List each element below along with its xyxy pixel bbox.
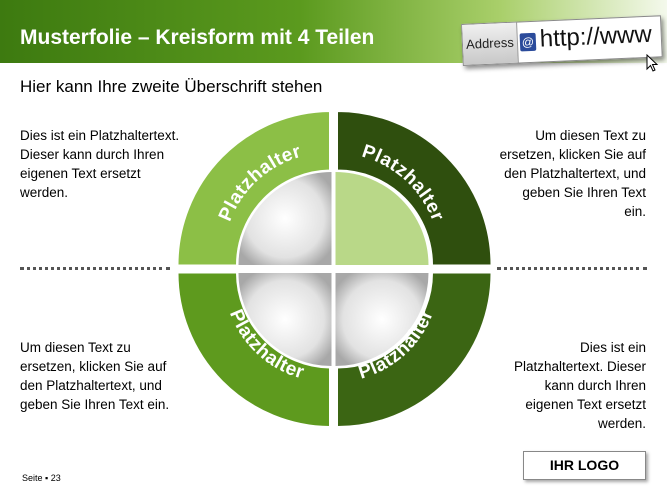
- text-line: Um diesen Text zu: [20, 340, 131, 355]
- text-line: ein.: [624, 204, 646, 219]
- text-line: kann durch Ihren: [544, 378, 646, 393]
- text-line: Platzhaltertext. Dieser: [513, 359, 646, 374]
- segment-top-left: [177, 110, 330, 266]
- inner-disc: [238, 171, 429, 366]
- text-line: geben Sie Ihren Text: [522, 185, 646, 200]
- inner-quadrant-top-left: [238, 171, 332, 265]
- text-line: Dieser kann durch Ihren: [20, 147, 165, 162]
- inner-quadrant-bottom-left: [238, 273, 332, 366]
- outer-ring: [177, 110, 492, 428]
- text-line: Um diesen Text zu: [535, 128, 646, 143]
- text-line: den Platzhaltertext, und: [504, 166, 646, 181]
- text-bottom-right: Dies ist ein Platzhaltertext. Dieser kan…: [476, 338, 646, 433]
- slide-subtitle: Hier kann Ihre zweite Überschrift stehen: [20, 77, 323, 96]
- slide-title: Musterfolie – Kreisform mit 4 Teilen: [20, 26, 375, 49]
- text-line: ersetzen, klicken Sie auf: [499, 147, 646, 162]
- text-bottom-left: Um diesen Text zu ersetzen, klicken Sie …: [20, 338, 220, 414]
- text-line: werden.: [20, 185, 69, 200]
- segment-bottom-left: [177, 272, 330, 428]
- text-line: geben Sie Ihren Text ein.: [20, 397, 170, 412]
- inner-quadrant-bottom-right: [335, 273, 429, 366]
- text-top-right: Um diesen Text zu ersetzen, klicken Sie …: [476, 126, 646, 221]
- text-line: den Platzhaltertext, und: [20, 378, 162, 393]
- text-top-left: Dies ist ein Platzhaltertext. Dieser kan…: [20, 126, 220, 202]
- mouse-cursor-icon: [646, 54, 659, 72]
- text-line: ersetzen, klicken Sie auf: [20, 359, 167, 374]
- text-line: eigenen Text ersetzt: [525, 397, 646, 412]
- text-line: werden.: [597, 416, 646, 431]
- logo-placeholder: IHR LOGO: [523, 451, 646, 480]
- page-number: Seite ▪ 23: [22, 473, 61, 483]
- text-line: Dies ist ein Platzhaltertext.: [20, 128, 180, 143]
- header-bar: Musterfolie – Kreisform mit 4 Teilen Add…: [0, 0, 667, 72]
- inner-quadrant-top-right: [335, 172, 429, 265]
- text-line: eigenen Text ersetzt: [20, 166, 141, 181]
- segment-bottom-right: [337, 272, 492, 428]
- segment-top-right: [337, 110, 492, 266]
- dotted-divider-right: [497, 267, 647, 270]
- dotted-divider-left: [20, 267, 170, 270]
- text-line: Dies ist ein: [579, 340, 646, 355]
